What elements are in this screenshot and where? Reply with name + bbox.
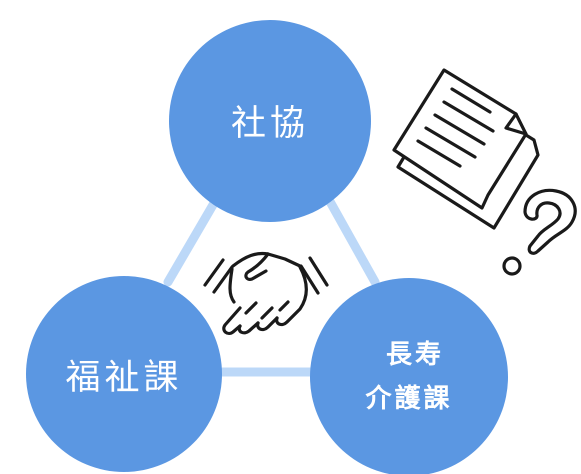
node-left-circle xyxy=(26,276,222,472)
node-right-label-line1: 長寿 xyxy=(386,340,444,370)
node-top-label: 社協 xyxy=(231,104,309,144)
node-left-label: 福祉課 xyxy=(65,358,182,398)
connector-top-right xyxy=(323,193,380,287)
node-right-circle xyxy=(310,278,508,474)
handshake-icon xyxy=(203,251,329,336)
documents-icon xyxy=(392,68,540,230)
node-top-circle xyxy=(169,20,371,222)
connector-triangle xyxy=(163,193,380,377)
connector-top-left xyxy=(163,193,222,287)
question-mark-icon xyxy=(502,188,577,276)
question-mark-dot xyxy=(502,256,522,276)
node-right-label-line2: 介護課 xyxy=(364,383,452,414)
